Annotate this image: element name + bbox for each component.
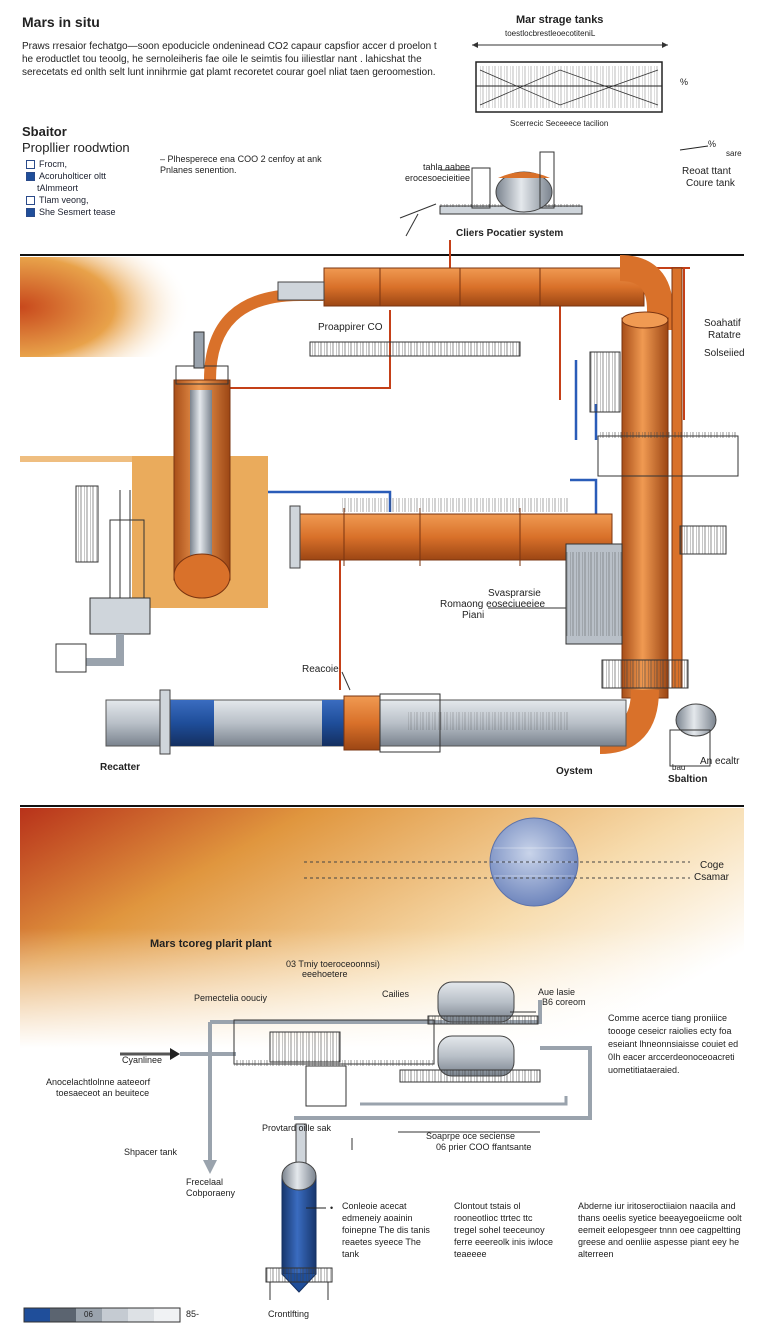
label-left-2: toesaeceot an beuitece: [56, 1088, 150, 1098]
label-coge-1: Coge: [700, 860, 724, 871]
bullet-marker: •: [330, 1203, 334, 1213]
system-label: Cliers Pocatier system: [456, 228, 564, 239]
storage-title: Mar strage tanks: [516, 14, 604, 26]
legend-item: Acoruholticer oltt: [26, 170, 116, 182]
pct-label: %: [680, 77, 689, 87]
legend: Frocm, Acoruholticer oltt tAlmmeort Tlam…: [26, 158, 116, 218]
label-an-ecaltr: An ecaltr: [700, 756, 740, 767]
blue-storage-vessel: [265, 1123, 333, 1300]
label-shpacer: Shpacer tank: [124, 1147, 178, 1157]
label-top-1: 03 Tmiy toeroceoonnsi): [286, 959, 380, 969]
side-label-2: Coure tank: [686, 178, 735, 189]
label-penect: Pemectelia oouciy: [194, 993, 268, 1003]
top-header-pipe: [204, 255, 673, 381]
label-proappirer: Proappirer CO: [318, 322, 383, 333]
legend-swatch: [26, 207, 35, 217]
legend-item: Tlam veong,: [26, 194, 116, 206]
label-right-1: Soahatif: [704, 318, 741, 329]
label-oystem: Oystem: [556, 766, 593, 777]
side-pct: %: [708, 139, 717, 149]
right-column-tower: [565, 267, 739, 754]
planet-globe: [304, 817, 690, 907]
top-tank-platform: [399, 151, 583, 237]
scale-label: 06: [84, 1310, 93, 1319]
legend-swatch: [26, 195, 35, 205]
label-cyantinee: Cyanlinee: [122, 1055, 163, 1065]
legend-label: Tlam veong,: [39, 195, 89, 205]
label-frecei-1: Frecelaal: [186, 1177, 224, 1187]
storage-rack: [472, 42, 668, 113]
label-provard: Provtard oille sak: [262, 1123, 332, 1133]
note-body: Plhesperece ena COO 2 cenfoy at ank Pnla…: [160, 154, 322, 175]
side-label-1: Reoat ttant: [682, 166, 731, 177]
label-sbaltion: Sbaltion: [668, 774, 708, 785]
label-reactor: Reacoie: [302, 664, 339, 675]
label-soprope-2: 06 prier COO ffantsante: [436, 1142, 532, 1152]
tank-label: tahla aabee erocesoecieitiee: [404, 162, 470, 183]
legend-label: She Sesmert tease: [39, 207, 116, 217]
scale-pct: 85-: [186, 1309, 200, 1319]
sun-glow: [20, 257, 210, 357]
legend-item: Frocm,: [26, 158, 116, 170]
legend-title: Sbaitor: [22, 124, 67, 139]
legend-subtitle: Propllier roodwtion: [22, 140, 130, 155]
side-pct2: sare: [726, 149, 742, 158]
label-left-1: Anocelachtlolnne aateeorf: [46, 1077, 151, 1087]
label-bau: bau: [672, 763, 686, 772]
label-tank-1: Aue lasie: [538, 987, 576, 997]
label-plant-1: Svasprarsie: [488, 588, 541, 599]
blue-lines: [268, 360, 598, 520]
legend-label: Frocm,: [39, 159, 67, 169]
left-reactor-tower: [55, 331, 231, 673]
intro-paragraph: Praws rresaior fechatgo—soon epoducicle …: [22, 41, 437, 78]
label-frecei-2: Cobporaeny: [186, 1188, 236, 1198]
info-column-2: Clontout tstais ol rooneotlioc ttrtec tt…: [454, 1201, 554, 1259]
label-right-3: Solseiied: [704, 348, 745, 359]
info-column-3: Abderne iur iritoseroctiiaion naacila an…: [578, 1201, 742, 1259]
info-column-1: Conleoie acecat edmeneiy aoainin foinepn…: [342, 1201, 430, 1259]
legend-swatch: [26, 171, 35, 181]
label-recater: Recatter: [100, 762, 141, 773]
label-soprope-1: Soaprpe oce seciense: [426, 1131, 516, 1141]
label-cailies: Cailies: [382, 989, 410, 999]
bottom-title: Mars tcoreg plarit plant: [150, 938, 272, 950]
legend-label: tAlmmeort: [37, 183, 79, 193]
page-title: Mars in situ: [22, 14, 100, 30]
label-plant-3: Piani: [462, 610, 485, 621]
storage-plant: [120, 981, 592, 1174]
label-coge-2: Csamar: [694, 872, 730, 883]
storage-caption: Scerrecic Seceeece tacilion: [510, 119, 609, 128]
storage-subtitle: toestlocbrestleoecotiteniL: [505, 29, 596, 38]
label-right-paragraph: Comme acerce tiang proniiice toooge cese…: [608, 1013, 739, 1075]
label-tank-2: B6 coreom: [542, 997, 586, 1007]
label-plant-2: Romaong eoseciueeiee: [440, 599, 546, 610]
bottom-transfer-pipe: [105, 689, 717, 767]
note-text: – Plhesperece ena COO 2 cenfoy at ank Pn…: [160, 154, 322, 175]
legend-label: Acoruholticer oltt: [39, 171, 107, 181]
legend-swatch: [26, 159, 35, 169]
label-top-2: eeehoetere: [302, 969, 348, 979]
thin-pipes: [220, 240, 690, 690]
legend-item: tAlmmeort: [26, 182, 116, 194]
middle-process-pipe: [289, 498, 613, 569]
legend-item: She Sesmert tease: [26, 206, 116, 218]
label-crantifing: Crontlfting: [268, 1309, 310, 1319]
label-right-2: Ratatre: [708, 330, 741, 341]
scale-bar: [23, 1307, 181, 1323]
